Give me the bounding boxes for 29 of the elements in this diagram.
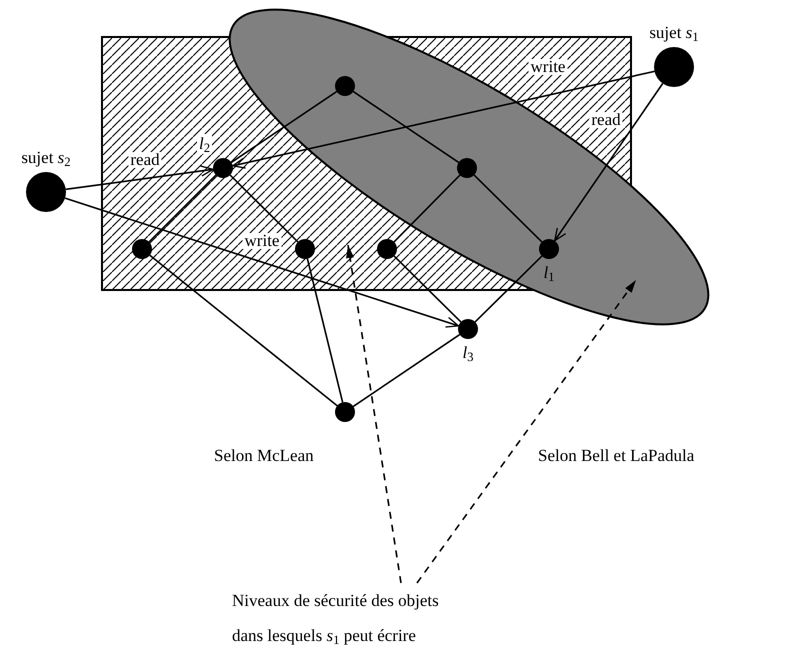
note-text: Niveaux de sécurité des objets dans lesquels s$_{1}$ peut écrire bbox=[232, 583, 450, 653]
node-label: l$_{1}$ bbox=[543, 263, 555, 283]
connector-line bbox=[230, 90, 338, 164]
node-label: l$_{3}$ bbox=[462, 343, 474, 363]
connector-line bbox=[352, 90, 460, 164]
arrow bbox=[64, 197, 460, 328]
arrow bbox=[232, 70, 655, 169]
connector-line bbox=[148, 174, 216, 242]
edge-label: read bbox=[128, 152, 162, 168]
connector-line bbox=[474, 255, 542, 323]
leader-line bbox=[346, 244, 402, 584]
edge-label: read bbox=[589, 112, 623, 128]
node-label: l$_{2}$ bbox=[197, 134, 212, 154]
node-label: sujet s$_{1}$ bbox=[649, 23, 699, 43]
node-label: sujet s$_{2}$ bbox=[21, 148, 71, 168]
connector-line bbox=[352, 334, 460, 408]
connector-line bbox=[393, 174, 461, 242]
region-caption: Selon Bell et LaPadula bbox=[538, 445, 694, 467]
arrow bbox=[554, 83, 664, 242]
connector-line bbox=[306, 258, 344, 402]
region-caption: Selon McLean bbox=[214, 445, 314, 467]
arrow bbox=[66, 165, 214, 190]
connector-line bbox=[230, 174, 298, 243]
edge-label: write bbox=[242, 233, 282, 249]
connector-line bbox=[474, 174, 542, 243]
leader-line bbox=[416, 280, 637, 584]
connector-line bbox=[394, 255, 462, 323]
connector-line bbox=[149, 254, 338, 406]
edge-label: write bbox=[528, 59, 568, 75]
